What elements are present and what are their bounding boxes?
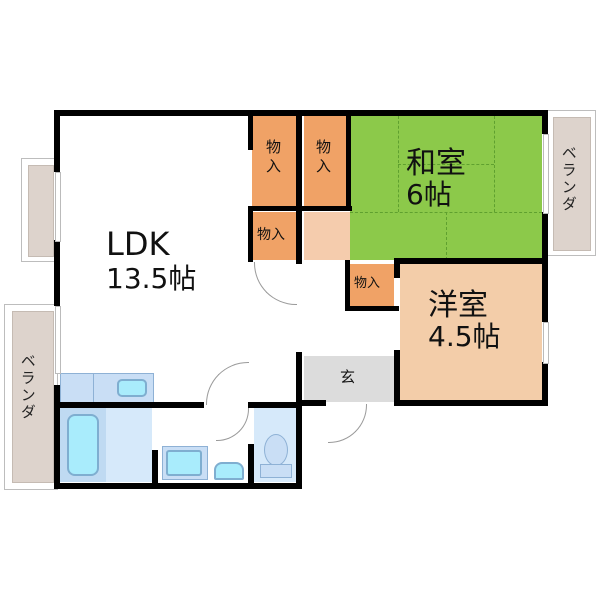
- wall-closet-mid: [248, 206, 302, 211]
- left-veranda-label: ベランダ: [18, 353, 37, 421]
- youshitsu-label: 洋室 4.5帖: [428, 288, 501, 353]
- wall-hall-right: [296, 110, 302, 264]
- left-upper-veranda: [28, 165, 54, 257]
- wall-storage4-left: [345, 260, 350, 310]
- tatami-line: [350, 212, 542, 213]
- wall-closet-2-bottom: [300, 206, 352, 211]
- right-veranda-label: ベランダ: [559, 145, 578, 213]
- right-veranda-frame: ベランダ: [546, 110, 596, 256]
- storage-closet-4: 物入: [350, 264, 394, 306]
- left-veranda: [12, 311, 54, 483]
- washroom-door-upper[interactable]: [206, 362, 249, 405]
- wall-youshitsu-bottom: [394, 400, 548, 406]
- wall-closet-2-right: [346, 110, 351, 210]
- youshitsu-room: 洋室 4.5帖: [400, 264, 542, 400]
- wall-left-upper: [54, 110, 60, 172]
- storage-closet-2-label: 物 入: [316, 138, 332, 175]
- wall-youshitsu-left: [394, 258, 400, 278]
- left-upper-veranda-frame: [21, 158, 59, 262]
- wall-bottom: [54, 483, 302, 489]
- right-veranda: [553, 117, 591, 251]
- wall-genkan-bottom: [296, 400, 326, 406]
- storage-closet-4-label: 物入: [354, 276, 381, 291]
- storage-closet-3-label: 物入: [257, 227, 285, 243]
- wall-storage4-bottom: [345, 306, 399, 311]
- tatami-line: [398, 164, 494, 165]
- toilet-tank: [260, 464, 292, 478]
- wall-closet-left: [248, 110, 253, 150]
- bathtub: [67, 414, 99, 476]
- toilet-bowl: [264, 434, 288, 466]
- kitchen-counter: [60, 373, 154, 403]
- wall-right-lower: [542, 362, 548, 406]
- washitsu-label: 和室 6帖: [406, 146, 466, 211]
- washitsu-room: 和室 6帖: [350, 116, 542, 260]
- tatami-line: [446, 212, 447, 260]
- washing-machine: [166, 450, 202, 476]
- window-ldk-left-lower: [55, 306, 61, 374]
- wall-left-mid: [54, 240, 60, 306]
- wall-washitsu-bottom: [394, 258, 548, 264]
- entrance-door[interactable]: [328, 404, 367, 443]
- storage-closet-1-label: 物 入: [266, 138, 282, 175]
- tatami-line: [494, 116, 495, 212]
- ldk-label: LDK 13.5帖: [106, 225, 197, 295]
- wall-closet-left-2: [248, 208, 253, 262]
- ldk-door[interactable]: [254, 262, 297, 305]
- wall-washroom-toilet: [248, 444, 254, 486]
- wall-bath-washroom: [152, 450, 158, 486]
- wall-ldk-bath: [54, 402, 204, 408]
- wall-youshitsu-left-lower: [394, 350, 400, 406]
- toilet-room: [254, 408, 296, 482]
- wall-right-upper: [542, 110, 548, 134]
- wash-basin: [214, 462, 244, 480]
- genkan: 玄: [304, 356, 396, 402]
- storage-closet-1: 物 入: [252, 116, 300, 208]
- storage-closet-3: 物入: [252, 212, 300, 260]
- genkan-label: 玄: [340, 368, 356, 386]
- washing-machine-pan: [162, 446, 208, 480]
- window-washitsu-right: [543, 134, 549, 214]
- kitchen-sink: [117, 379, 147, 397]
- bathroom: [60, 408, 152, 482]
- hall-closet-area: [304, 212, 350, 260]
- wall-left-lower: [54, 385, 60, 489]
- left-veranda-frame: ベランダ: [4, 304, 58, 490]
- storage-closet-2: 物 入: [304, 116, 348, 208]
- wall-ldk-bath-right: [248, 402, 302, 408]
- window-ldk-left: [55, 172, 61, 242]
- wall-hall-right-lower: [296, 352, 302, 489]
- window-youshitsu-right: [543, 322, 549, 364]
- counter-divider: [93, 374, 94, 402]
- wall-right-mid: [542, 212, 548, 322]
